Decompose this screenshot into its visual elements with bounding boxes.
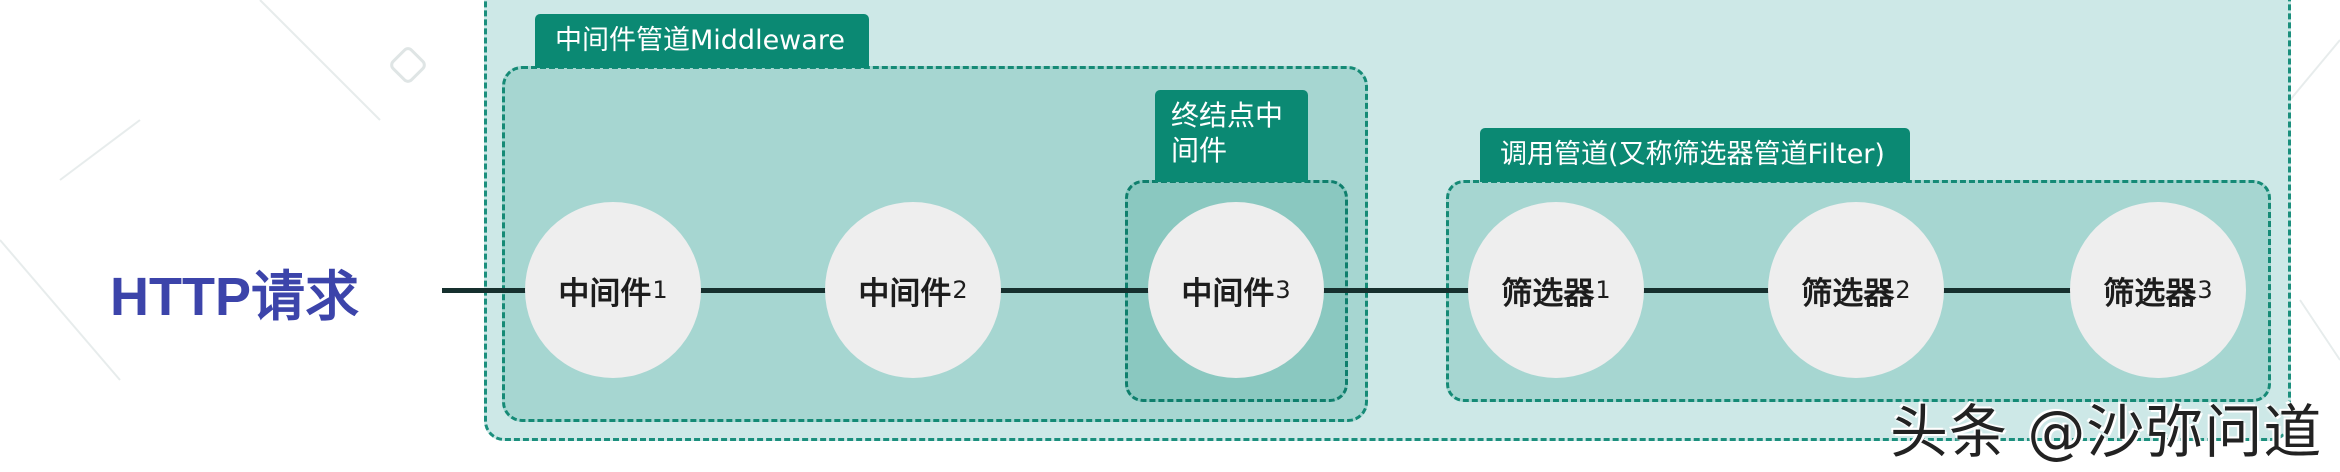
node-index: 1 [1595, 276, 1611, 304]
node-index: 1 [652, 276, 668, 304]
endpoint-middleware-title: 终结点中 间件 [1155, 90, 1308, 182]
node-index: 2 [1895, 276, 1911, 304]
endpoint-title-line1: 终结点中 [1171, 99, 1284, 132]
node-label: 中间件 [858, 275, 952, 312]
node-label: 筛选器 [1801, 275, 1895, 312]
node-index: 2 [952, 276, 968, 304]
node-label: 筛选器 [2103, 275, 2197, 312]
http-request-label: HTTP请求 [110, 267, 359, 327]
node-label: 筛选器 [1501, 275, 1595, 312]
node-index: 3 [1275, 276, 1291, 304]
filter-pipeline-title: 调用管道(又称筛选器管道Filter) [1480, 128, 1910, 182]
author-credit-watermark: 头条 @沙弥问道 [1890, 398, 2323, 466]
endpoint-title-line2: 间件 [1171, 134, 1228, 167]
middleware-pipeline-title: 中间件管道Middleware [535, 14, 869, 68]
node-label: 中间件 [1181, 275, 1275, 312]
request-flow-line [442, 288, 2222, 293]
node-index: 3 [2197, 276, 2213, 304]
node-label: 中间件 [558, 275, 652, 312]
